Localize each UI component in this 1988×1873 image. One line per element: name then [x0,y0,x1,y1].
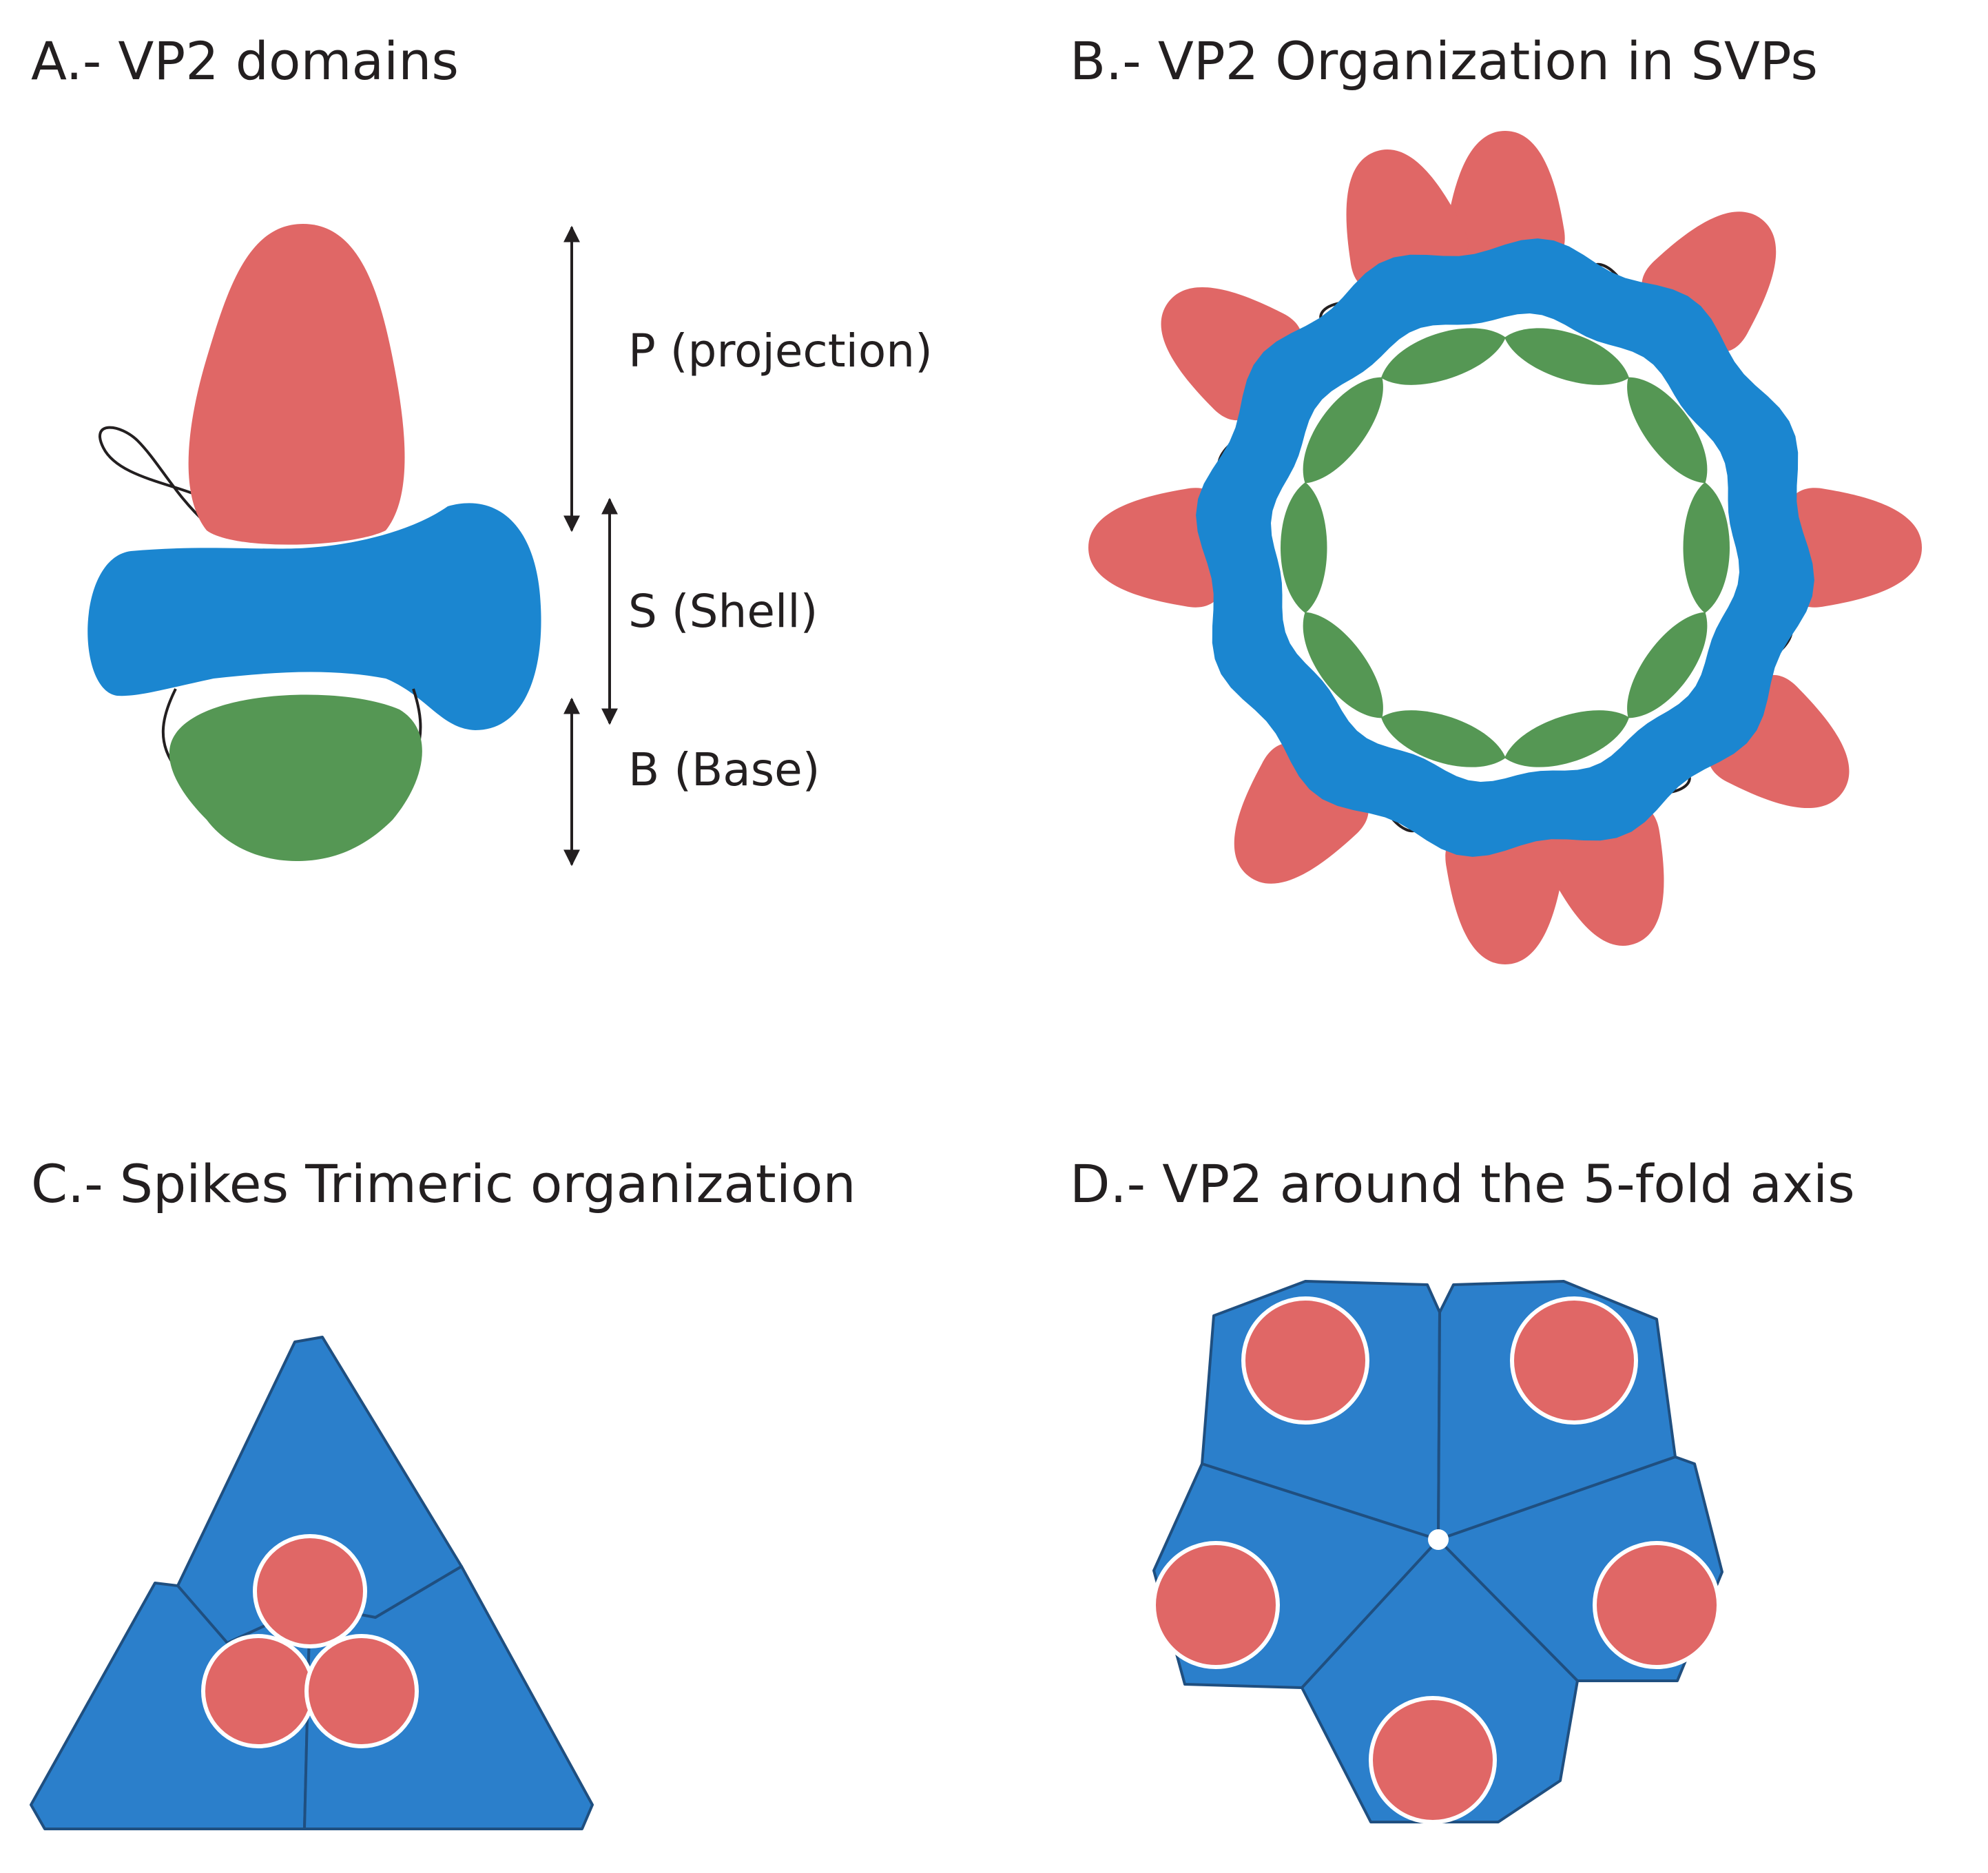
a-projection-domain [188,224,405,545]
pentamer-spike-top-right [1510,1296,1638,1425]
panel-b: B.- VP2 Organization in SVPs [1070,30,1922,964]
ring-base-domain [1627,377,1708,484]
a-shell-domain [87,503,541,730]
pentamer-spikes [1152,1296,1721,1824]
panel-a: A.- VP2 domains P (projection) S (Shell)… [31,30,933,867]
ring-base-domain [1504,328,1629,385]
panel-d: D.- VP2 around the 5-fold axis [1070,1153,1855,1824]
pentamer-spike-left [1152,1541,1280,1669]
trimer-tile-right [303,1565,594,1830]
trimer-spike-right [304,1634,419,1748]
label-shell: S (Shell) [628,585,818,638]
ring-base-domain [1381,328,1506,385]
panel-d-title: D.- VP2 around the 5-fold axis [1070,1153,1855,1214]
label-projection: P (projection) [628,324,933,377]
label-base: B (Base) [628,743,820,796]
trimer-spikes [201,1534,419,1748]
panel-c: C.- Spikes Trimeric organization [30,1153,856,1830]
pentamer-spike-right [1593,1541,1721,1669]
a-base-domain [169,694,422,861]
ring-projection-domain [1088,488,1230,608]
pentamer-spike-top-left [1241,1296,1369,1425]
trimer-spike-top [253,1534,367,1648]
svp-ring [1088,131,1922,964]
five-fold-axis-pore [1428,1529,1449,1550]
ring-projection-domain [1781,488,1922,608]
ring-base-domain [1683,482,1730,613]
ring-base-domain [1381,710,1506,767]
ring-projection-domain [1445,823,1565,964]
ring-base-domain [1303,377,1383,484]
ring-base-domain [1303,612,1383,718]
ring-base-domain [1504,710,1629,767]
panel-a-title: A.- VP2 domains [31,30,459,92]
panel-c-title: C.- Spikes Trimeric organization [31,1153,856,1214]
trimer-spike-left [201,1634,315,1748]
ring-base-domain [1627,612,1708,718]
a-tether-loop [99,426,208,525]
ring-base-domain [1281,482,1327,613]
ring-projection-domain [1445,131,1565,272]
pentamer-spike-bottom [1369,1696,1497,1824]
panel-b-title: B.- VP2 Organization in SVPs [1070,30,1818,92]
